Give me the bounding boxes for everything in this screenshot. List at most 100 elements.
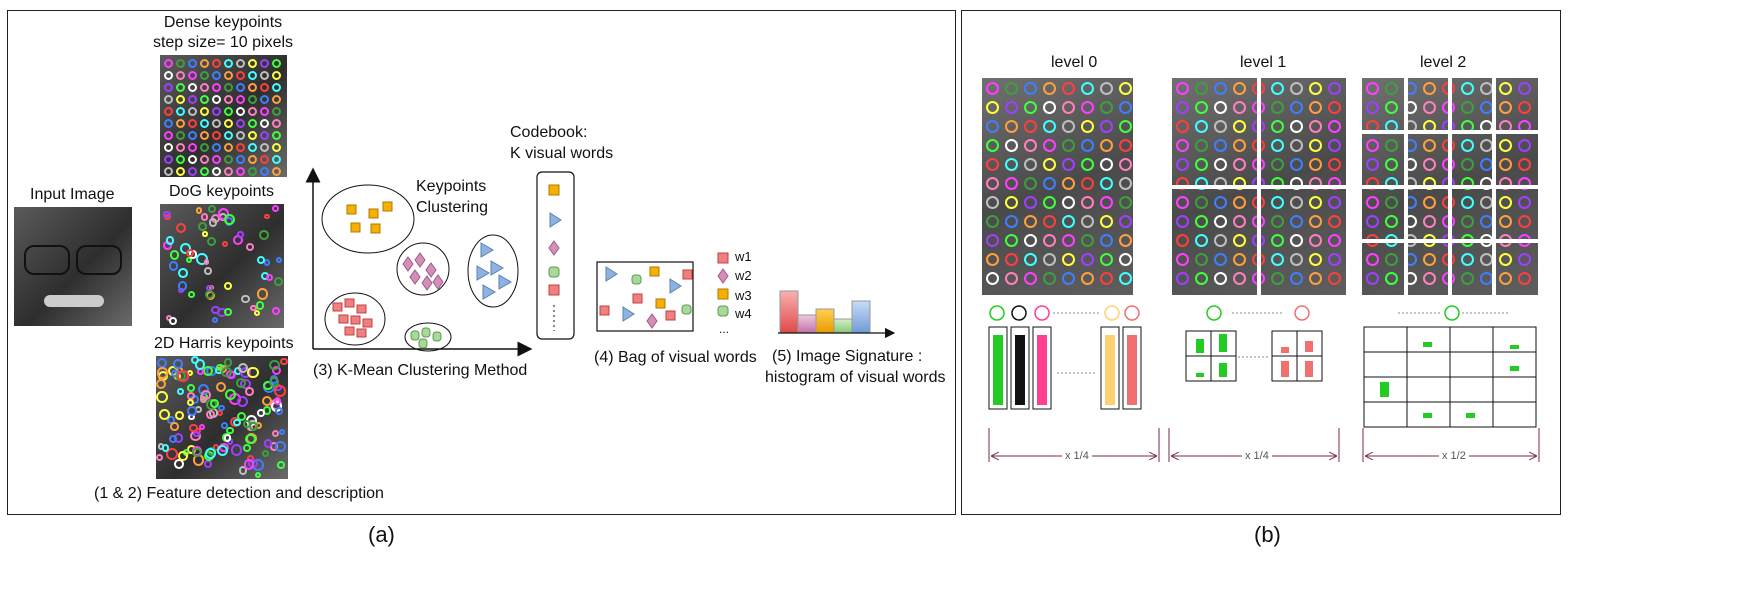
keypoint-ring (1176, 120, 1189, 133)
keypoint-ring (1499, 101, 1512, 114)
keypoint-ring (1233, 272, 1246, 285)
keypoint-ring (1271, 234, 1284, 247)
keypoint-ring (1119, 234, 1132, 247)
keypoint-ring (1328, 120, 1341, 133)
keypoint-ring (1005, 101, 1018, 114)
keypoint-ring (1309, 82, 1322, 95)
keypoint-ring (1119, 196, 1132, 209)
keypoint-ring (255, 471, 262, 478)
keypoint-ring (175, 411, 185, 420)
keypoint-ring (248, 143, 257, 152)
keypoint-ring (1024, 120, 1037, 133)
keypoint-ring (1499, 253, 1512, 266)
keypoint-ring (1328, 196, 1341, 209)
keypoint-ring (1081, 139, 1094, 152)
keypoint-ring (1518, 215, 1531, 228)
keypoint-ring (260, 119, 269, 128)
panel-b: level 0 level 1 level 2 (961, 10, 1561, 515)
keypoint-ring (272, 83, 281, 92)
keypoint-ring (1271, 196, 1284, 209)
keypoint-ring (1005, 158, 1018, 171)
keypoint-ring (244, 459, 255, 470)
dense-keypoints-subtitle: step size= 10 pixels (152, 34, 294, 51)
keypoint-ring (1100, 272, 1113, 285)
keypoint-ring (1176, 196, 1189, 209)
keypoint-ring (1195, 139, 1208, 152)
keypoint-ring (176, 107, 185, 116)
level-2-title: level 2 (1420, 54, 1467, 71)
keypoint-ring (212, 107, 221, 116)
keypoint-ring (257, 256, 266, 265)
hist-bar-w2 (797, 314, 817, 334)
keypoint-ring (1005, 234, 1018, 247)
keypoint-ring (207, 204, 217, 214)
keypoint-ring (1100, 215, 1113, 228)
keypoint-ring (1366, 196, 1379, 209)
keypoint-ring (1119, 215, 1132, 228)
keypoint-ring (178, 451, 188, 461)
pyramid-divider (1362, 239, 1538, 243)
keypoint-ring (272, 155, 281, 164)
w3-points (346, 201, 393, 234)
keypoint-ring (257, 408, 266, 417)
keypoint-ring (206, 409, 216, 419)
keypoint-ring (236, 411, 247, 422)
keypoint-ring (1043, 215, 1056, 228)
keypoint-ring (1100, 177, 1113, 190)
keypoint-ring (1309, 120, 1322, 133)
keypoint-ring (1233, 215, 1246, 228)
keypoint-ring (1100, 234, 1113, 247)
keypoint-ring (249, 304, 257, 312)
keypoint-ring (224, 119, 233, 128)
keypoint-ring (238, 465, 248, 475)
keypoint-ring (1195, 177, 1208, 190)
keypoint-ring (1309, 215, 1322, 228)
level-1-histograms (1185, 305, 1323, 382)
panel-a: Input Image Dense keypoints step size= 1… (7, 10, 956, 515)
keypoint-ring (212, 155, 221, 164)
keypoint-ring (236, 143, 245, 152)
keypoint-ring (1385, 139, 1398, 152)
keypoint-ring (271, 306, 281, 315)
keypoint-ring (178, 268, 188, 278)
keypoint-ring (1062, 101, 1075, 114)
keypoint-ring (1499, 177, 1512, 190)
keypoint-ring (170, 422, 179, 431)
keypoint-ring (245, 433, 256, 445)
keypoint-ring (188, 143, 197, 152)
keypoint-ring (1081, 177, 1094, 190)
keypoint-ring (279, 428, 286, 435)
keypoint-ring (203, 365, 213, 376)
keypoint-ring (1176, 253, 1189, 266)
keypoint-ring (1309, 253, 1322, 266)
keypoint-ring (187, 406, 197, 417)
keypoint-ring (1062, 253, 1075, 266)
keypoint-ring (1290, 253, 1303, 266)
keypoint-ring (198, 221, 207, 231)
keypoint-ring (1271, 272, 1284, 285)
keypoint-ring (1366, 101, 1379, 114)
keypoint-ring (203, 266, 212, 275)
keypoint-ring (248, 167, 257, 176)
keypoint-ring (1062, 196, 1075, 209)
keypoint-ring (1499, 215, 1512, 228)
keypoint-ring (1309, 272, 1322, 285)
keypoint-ring (165, 447, 178, 460)
keypoint-ring (156, 366, 169, 379)
keypoint-ring (1195, 215, 1208, 228)
keypoint-ring (221, 367, 232, 378)
keypoint-ring (242, 443, 252, 453)
keypoint-ring (1214, 139, 1227, 152)
keypoint-ring (1081, 196, 1094, 209)
keypoint-ring (195, 207, 203, 214)
keypoint-ring (1328, 272, 1341, 285)
level-2-image (1362, 78, 1538, 295)
keypoint-ring (1062, 177, 1075, 190)
keypoint-ring (272, 143, 281, 152)
keypoint-ring (224, 131, 233, 140)
keypoint-ring (272, 167, 281, 176)
keypoint-ring (271, 429, 280, 438)
dog-keypoints-image (160, 204, 284, 328)
keypoint-ring (1328, 101, 1341, 114)
keypoint-ring (1024, 253, 1037, 266)
